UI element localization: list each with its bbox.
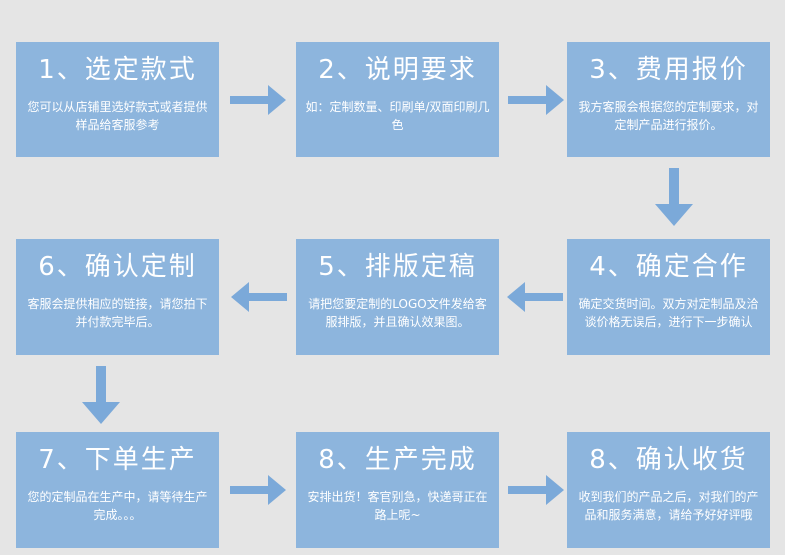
step-description: 收到我们的产品之后，对我们的产品和服务满意，请给予好好评哦 xyxy=(578,490,759,522)
arrow-right-icon xyxy=(508,475,564,505)
step-description: 如：定制数量、印刷单/双面印刷几色 xyxy=(305,100,490,132)
arrow-right-icon xyxy=(230,475,286,505)
step-title: 4、确定合作 xyxy=(589,252,748,282)
step-description: 客服会提供相应的链接，请您拍下并付款完毕后。 xyxy=(27,297,208,329)
arrow-left-icon xyxy=(507,282,563,312)
step-title: 8、生产完成 xyxy=(318,445,477,475)
step-6-box: 6、确认定制 客服会提供相应的链接，请您拍下并付款完毕后。 xyxy=(16,239,219,355)
step-title: 6、确认定制 xyxy=(38,252,197,282)
step-7-box: 7、下单生产 您的定制品在生产中，请等待生产完成。。。 xyxy=(16,432,219,548)
step-description: 确定交货时间。双方对定制品及洽谈价格无误后，进行下一步确认 xyxy=(578,297,759,329)
arrow-down-icon xyxy=(82,366,120,424)
step-title: 3、费用报价 xyxy=(589,55,748,85)
arrow-left-icon xyxy=(231,282,287,312)
arrow-right-icon xyxy=(508,85,564,115)
step-4-box: 4、确定合作 确定交货时间。双方对定制品及洽谈价格无误后，进行下一步确认 xyxy=(567,239,770,355)
step-description: 我方客服会根据您的定制要求，对定制产品进行报价。 xyxy=(578,100,759,132)
step-description: 安排出货！客官别急，快递哥正在路上呢~ xyxy=(307,490,488,522)
step-title: 8、确认收货 xyxy=(589,445,748,475)
step-description: 请把您要定制的LOGO文件发给客服排版，并且确认效果图。 xyxy=(308,297,487,329)
step-title: 5、排版定稿 xyxy=(318,252,477,282)
step-description: 您的定制品在生产中，请等待生产完成。。。 xyxy=(27,490,208,522)
step-5-box: 5、排版定稿 请把您要定制的LOGO文件发给客服排版，并且确认效果图。 xyxy=(296,239,499,355)
step-description: 您可以从店铺里选好款式或者提供样品给客服参考 xyxy=(27,100,208,132)
step-3-box: 3、费用报价 我方客服会根据您的定制要求，对定制产品进行报价。 xyxy=(567,42,770,157)
arrow-right-icon xyxy=(230,85,286,115)
step-8-box: 8、生产完成 安排出货！客官别急，快递哥正在路上呢~ xyxy=(296,432,499,548)
step-2-box: 2、说明要求 如：定制数量、印刷单/双面印刷几色 xyxy=(296,42,499,157)
step-title: 2、说明要求 xyxy=(318,55,477,85)
step-title: 1、选定款式 xyxy=(38,55,197,85)
step-9-box: 8、确认收货 收到我们的产品之后，对我们的产品和服务满意，请给予好好评哦 xyxy=(567,432,770,548)
step-title: 7、下单生产 xyxy=(38,445,197,475)
step-1-box: 1、选定款式 您可以从店铺里选好款式或者提供样品给客服参考 xyxy=(16,42,219,157)
arrow-down-icon xyxy=(655,168,693,226)
